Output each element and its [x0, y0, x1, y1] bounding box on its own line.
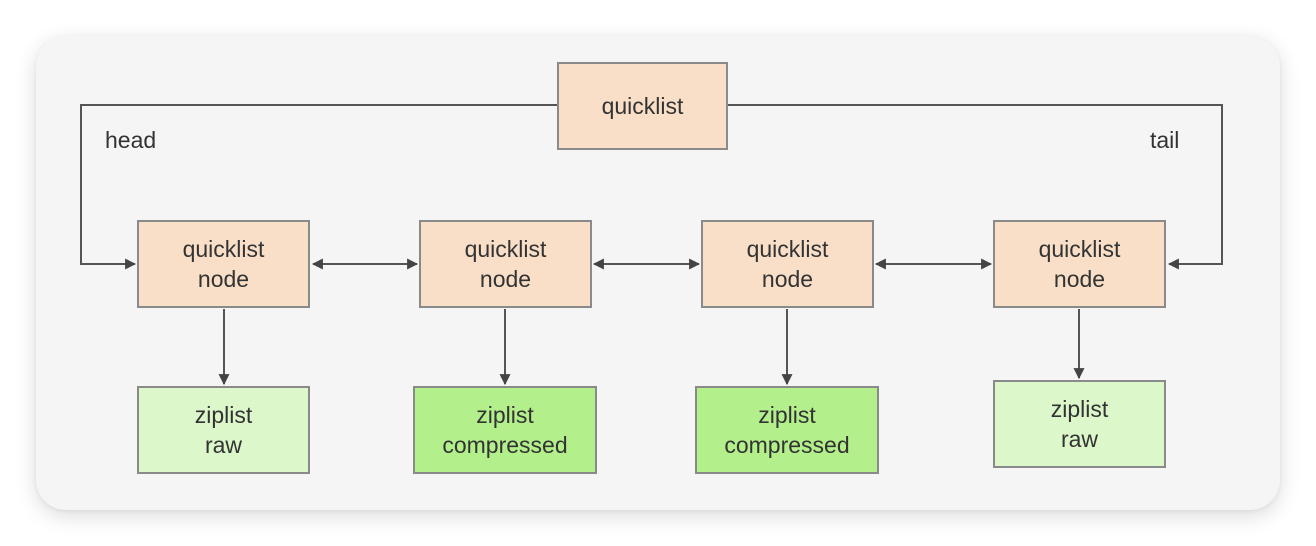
ziplist-label-line1: ziplist [194, 402, 253, 428]
node-label-line1: quicklist [464, 236, 547, 262]
ziplist-compressed-2: ziplist compressed [413, 386, 597, 474]
node-label-line2: node [197, 266, 250, 292]
node-label-line1: quicklist [182, 236, 265, 262]
node-label-line2: node [479, 266, 532, 292]
quicklist-root-box: quicklist [557, 62, 728, 150]
quicklist-node-3: quicklist node [701, 220, 874, 308]
head-label: head [105, 127, 157, 153]
node-label-line2: node [761, 266, 814, 292]
quicklist-root-label: quicklist [601, 93, 684, 119]
node-label-line1: quicklist [1038, 236, 1121, 262]
ziplist-label-line1: ziplist [476, 402, 534, 428]
ziplist-label-line1: ziplist [1050, 396, 1109, 422]
head-link [80, 104, 558, 270]
node-label-line2: node [1053, 266, 1106, 292]
ziplist-label-line2: raw [204, 432, 243, 458]
ziplist-label-line2: raw [1060, 426, 1099, 452]
node-label-line1: quicklist [746, 236, 829, 262]
quicklist-node-2: quicklist node [419, 220, 592, 308]
quicklist-node-4: quicklist node [993, 220, 1166, 308]
ziplist-label-line2: compressed [724, 432, 850, 458]
ziplist-label-line2: compressed [442, 432, 568, 458]
ziplist-compressed-3: ziplist compressed [695, 386, 879, 474]
ziplist-label-line1: ziplist [758, 402, 816, 428]
tail-label: tail [1150, 127, 1180, 153]
ziplist-raw-1: ziplist raw [137, 386, 310, 474]
quicklist-node-1: quicklist node [137, 220, 310, 308]
ziplist-raw-4: ziplist raw [993, 380, 1166, 468]
tail-link [728, 104, 1223, 270]
